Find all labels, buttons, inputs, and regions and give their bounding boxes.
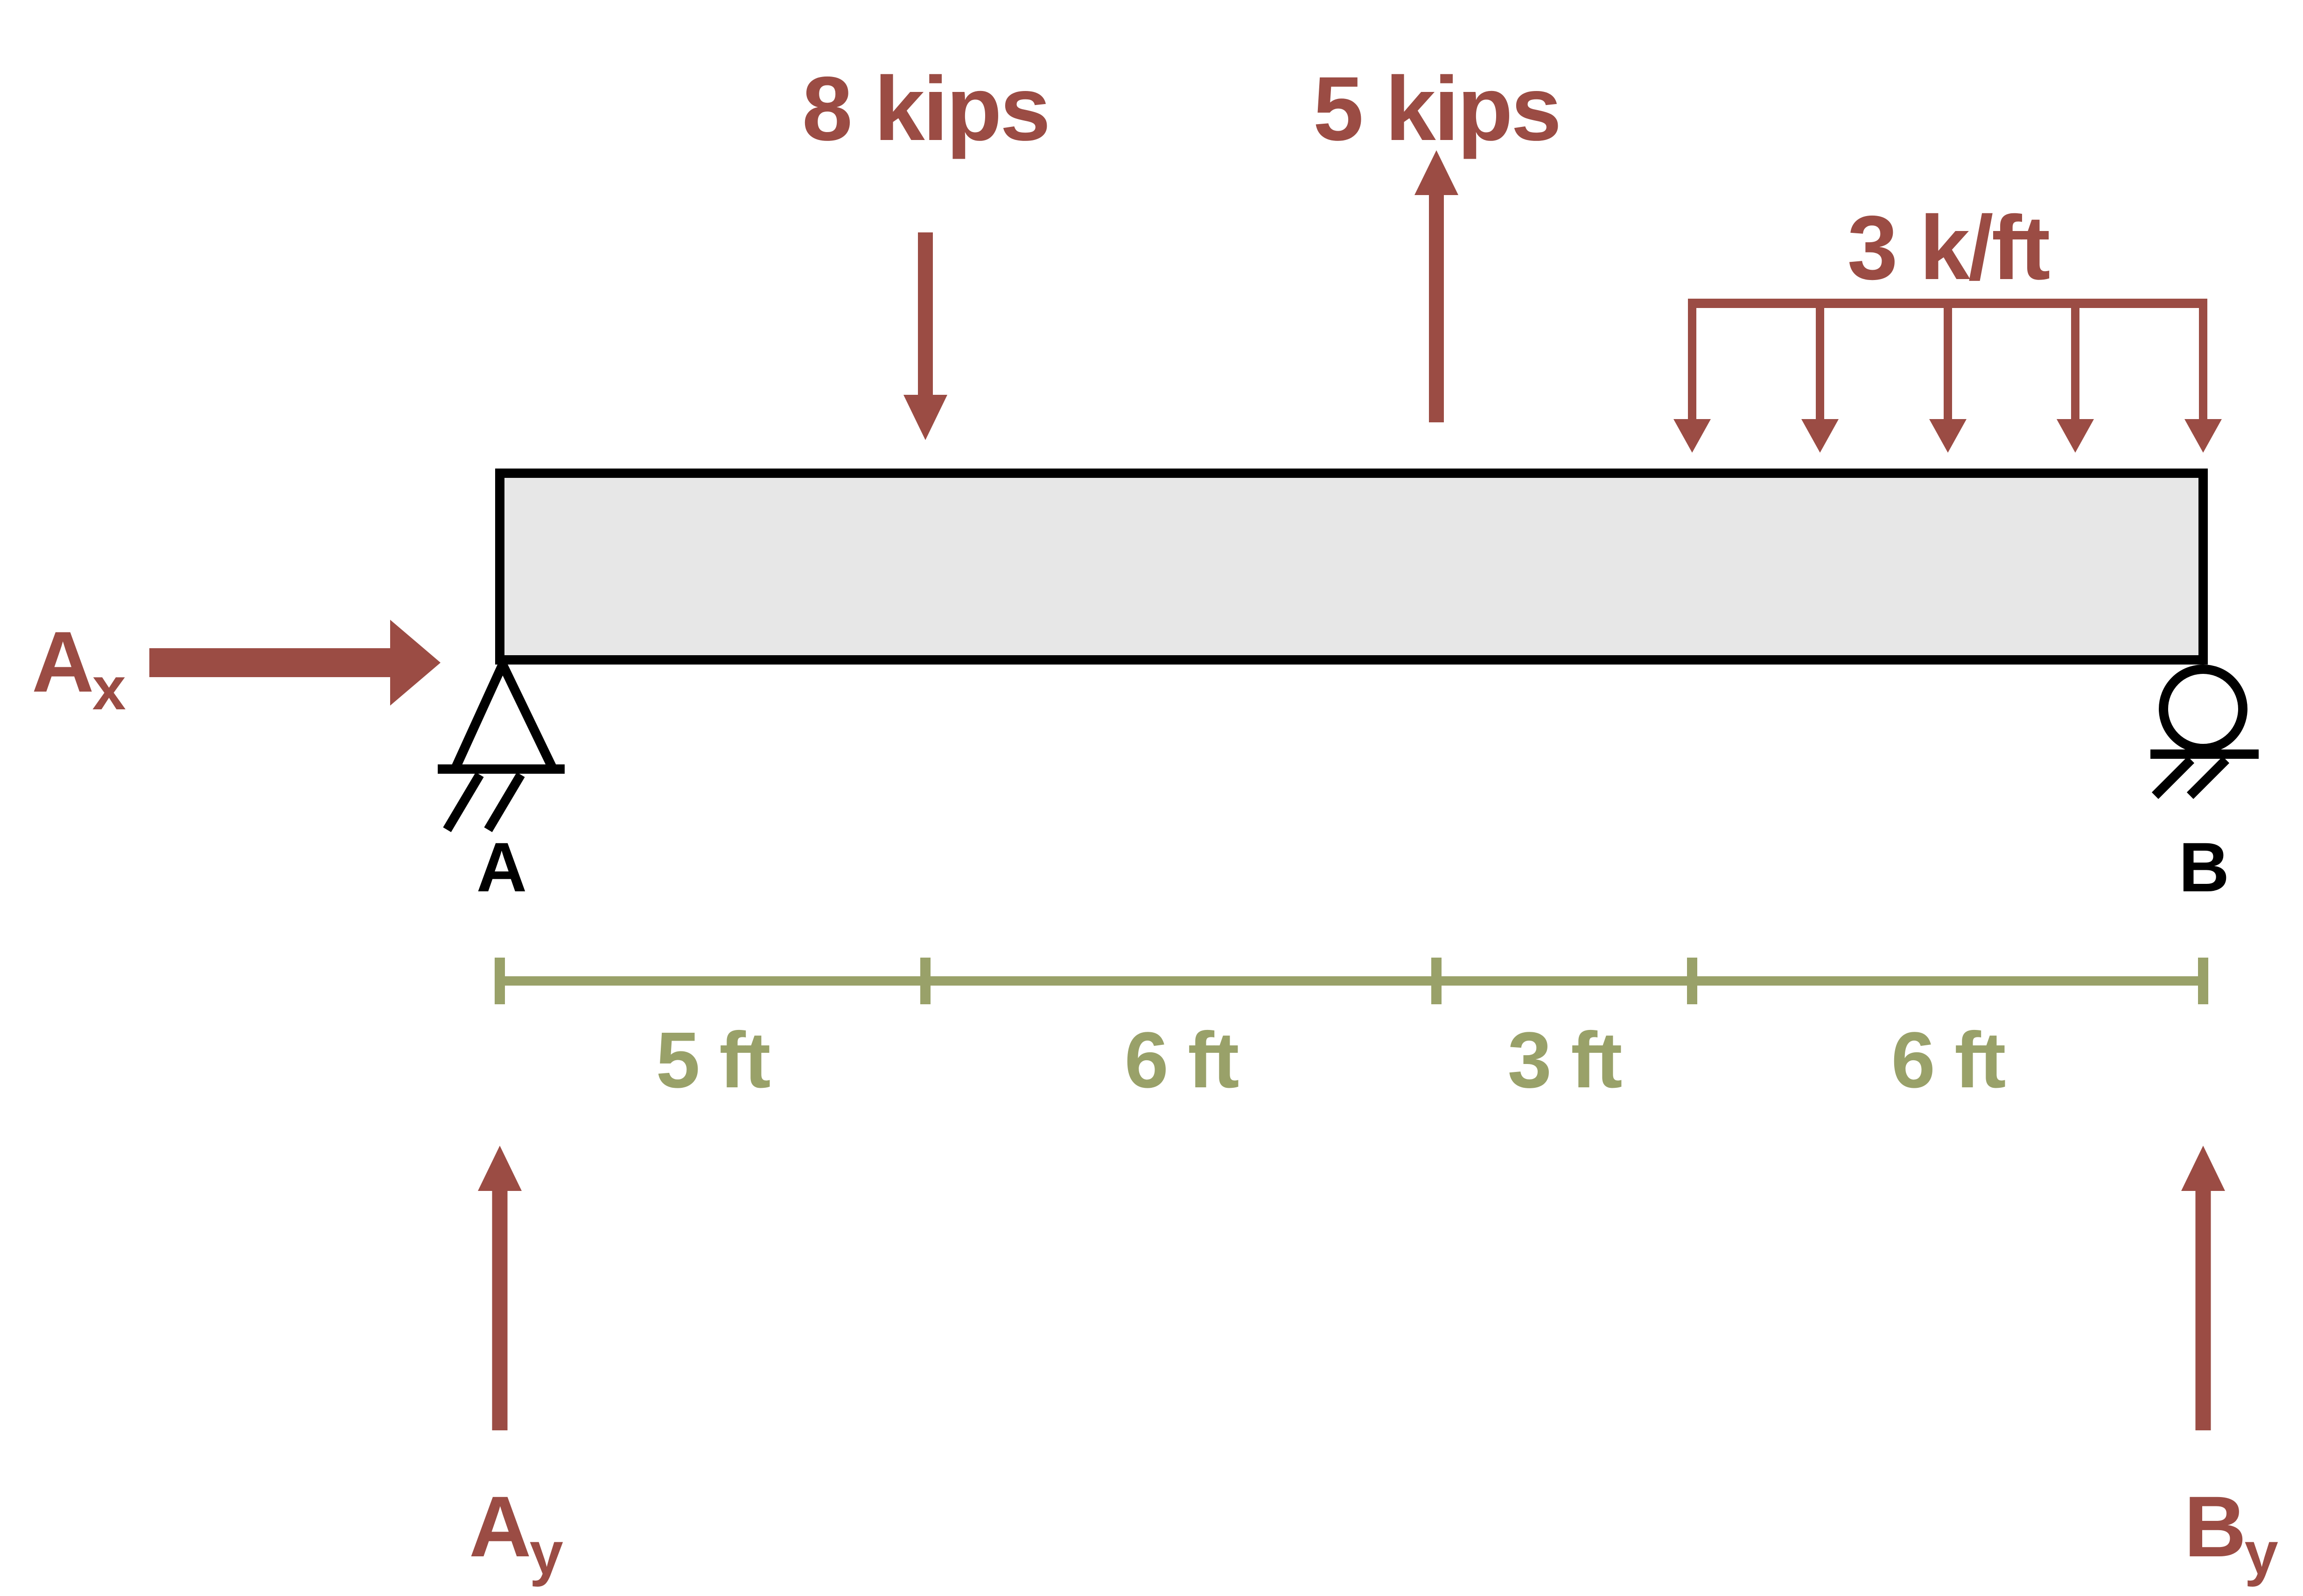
hatch-mark [443,772,484,833]
beam [495,469,2208,665]
hatch-mark [2151,756,2195,799]
pin-triangle-icon [448,653,560,774]
distributed-load-label: 3 k/ft [1847,197,2049,299]
point-load-5kips-label: 5 kips [1313,58,1560,160]
point-load-8kips: 8 kips [802,58,1050,440]
reaction-by-subscript: y [2245,1519,2278,1587]
distributed-load-3kft: 3 k/ft [1673,197,2222,453]
reaction-ay-label: Ay [469,1479,563,1587]
reaction-ay-base: A [469,1479,530,1575]
roller-circle-icon [2159,665,2247,753]
distributed-load-arrows [1673,308,2222,453]
up-arrowhead-icon [1414,150,1458,195]
reaction-ay-subscript: y [530,1519,563,1587]
reaction-ay: Ay [469,1146,565,1587]
hatch-mark [2186,756,2230,799]
up-arrowhead-icon [478,1146,522,1191]
dimension-segment-label: 3 ft [1508,1016,1622,1105]
dimension-segment-label: 6 ft [1891,1016,2005,1105]
reaction-ax-subscript: x [92,654,126,722]
reaction-by-base: B [2184,1479,2245,1575]
point-load-5kips: 5 kips [1313,58,1561,422]
dimension-line: 5 ft 6 ft 3 ft 6 ft [495,958,2208,1105]
dimension-segment-label: 5 ft [656,1016,770,1105]
reaction-ax-base: A [32,614,92,710]
down-arrowhead-icon [903,395,947,440]
point-load-8kips-label: 8 kips [802,58,1049,160]
reaction-ax-label: Ax [32,614,126,722]
up-arrowhead-icon [2181,1146,2225,1191]
reaction-ax: Ax [32,614,441,722]
support-b-roller: B [2150,665,2259,906]
dimension-segment-label: 6 ft [1125,1016,1239,1105]
support-a-pin: A [438,653,565,906]
support-a-label: A [476,828,527,906]
hatch-mark [484,772,525,833]
support-b-label: B [2179,828,2229,906]
reaction-by: By [2181,1146,2280,1587]
reaction-by-label: By [2184,1479,2278,1587]
right-arrowhead-icon [390,620,441,706]
